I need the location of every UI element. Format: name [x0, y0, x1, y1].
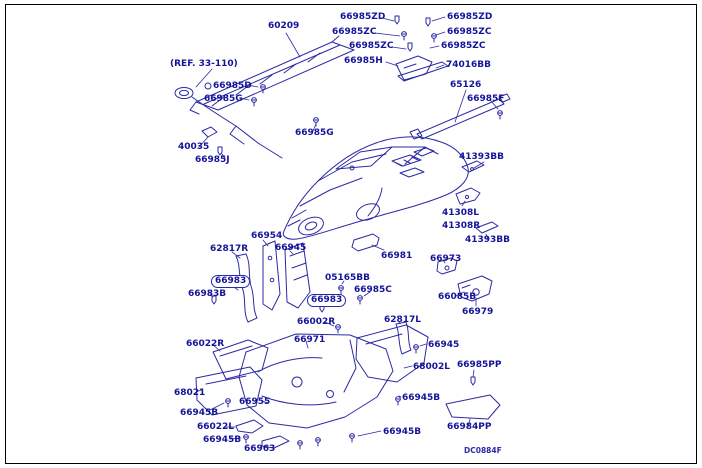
part-label-66985d: 66985D	[213, 81, 252, 91]
part-label-66985g: 66985G	[295, 128, 334, 138]
part-label-66963: 66963	[244, 444, 276, 454]
part-label-66945: 66945	[428, 340, 460, 350]
car-outline	[282, 136, 469, 240]
bolt-icon	[401, 31, 407, 41]
bolt-icon	[338, 285, 344, 295]
part-label-66945b: 66945B	[402, 393, 441, 403]
part-label-66983b: 66983B	[188, 289, 227, 299]
part-label-62817r: 62817R	[210, 244, 249, 254]
bolt-icon	[225, 398, 231, 408]
drawing-code: DC0884F	[464, 446, 502, 455]
part-label-66985h: 66985H	[344, 56, 383, 66]
part-label-66983: 66983	[307, 294, 347, 307]
bolt-icon	[497, 110, 503, 120]
part-label-74016bb: 74016BB	[446, 60, 492, 70]
clip-icon	[394, 15, 400, 25]
part-label-66985zc: 66985ZC	[441, 41, 486, 51]
clip-icon	[217, 146, 223, 156]
part-under-covers	[195, 324, 501, 450]
part-label-41393bb: 41393BB	[459, 152, 505, 162]
part-label-66979: 66979	[462, 307, 494, 317]
part-label-66973: 66973	[430, 254, 462, 264]
part-label-66984pp: 66984PP	[447, 422, 492, 432]
bolt-icon	[243, 434, 249, 444]
clip-icon	[425, 17, 431, 27]
part-label-66985j: 66985J	[195, 155, 230, 165]
part-cowl-clips	[394, 15, 449, 82]
part-label-68002l: 68002L	[413, 362, 451, 372]
part-label-66971: 66971	[294, 335, 326, 345]
part-label-66985zc: 66985ZC	[332, 27, 377, 37]
bolt-icon	[413, 344, 419, 354]
part-label-66981: 66981	[381, 251, 413, 261]
part-label-66945b: 66945B	[180, 408, 219, 418]
part-label-66945b: 66945B	[383, 427, 422, 437]
part-label-40035: 40035	[178, 142, 210, 152]
bolt-icon	[395, 396, 401, 406]
bolt-icon	[349, 433, 355, 443]
part-label-66002r: 66002R	[297, 317, 336, 327]
part-label-66022l: 66022L	[197, 422, 235, 432]
part-label-66955: 66955	[239, 397, 271, 407]
part-label-66985g: 66985G	[204, 94, 243, 104]
part-right-brackets	[455, 160, 499, 234]
part-label-66985zc: 66985ZC	[349, 41, 394, 51]
clip-icon	[470, 376, 476, 386]
part-label-66985pp: 66985PP	[457, 360, 502, 370]
part-label-65126: 65126	[450, 80, 482, 90]
part-66973	[436, 257, 458, 275]
part-label-41393bb: 41393BB	[465, 235, 511, 245]
part-62817l	[395, 321, 412, 355]
bolt-icon	[251, 97, 257, 107]
part-label-66983: 66983	[211, 275, 251, 288]
part-washer-linkage	[174, 82, 319, 159]
part-66981	[351, 233, 380, 252]
part-label-41308r: 41308R	[442, 221, 481, 231]
part-label-41308l: 41308L	[442, 208, 480, 218]
part-label-66985c: 66985C	[354, 285, 392, 295]
part-radiator-support	[189, 35, 355, 115]
part-label-62817l: 62817L	[384, 315, 422, 325]
part-label-66945: 66945	[275, 243, 307, 253]
part-66085b	[457, 275, 493, 302]
bolt-icon	[335, 324, 341, 334]
part-label-66022r: 66022R	[186, 339, 225, 349]
part-label-66985zc: 66985ZC	[447, 27, 492, 37]
part-label-05165bb: 05165BB	[325, 273, 371, 283]
bolt-icon	[260, 84, 266, 94]
bolt-icon	[315, 437, 321, 447]
part-label-60209: 60209	[268, 21, 300, 31]
part-label-66985zd: 66985ZD	[340, 12, 386, 22]
part-label-66085b: 66085B	[438, 292, 477, 302]
diagram-border	[5, 4, 697, 464]
bolt-icon	[297, 440, 303, 450]
part-label-66985zd: 66985ZD	[447, 12, 493, 22]
ref-note: (REF. 33-110)	[170, 59, 238, 69]
part-label-68021: 68021	[174, 388, 206, 398]
part-label-66954: 66954	[251, 231, 283, 241]
part-label-66985f: 66985F	[467, 94, 505, 104]
part-label-66945b: 66945B	[203, 435, 242, 445]
clip-icon	[407, 42, 413, 52]
bolt-icon	[357, 295, 363, 305]
